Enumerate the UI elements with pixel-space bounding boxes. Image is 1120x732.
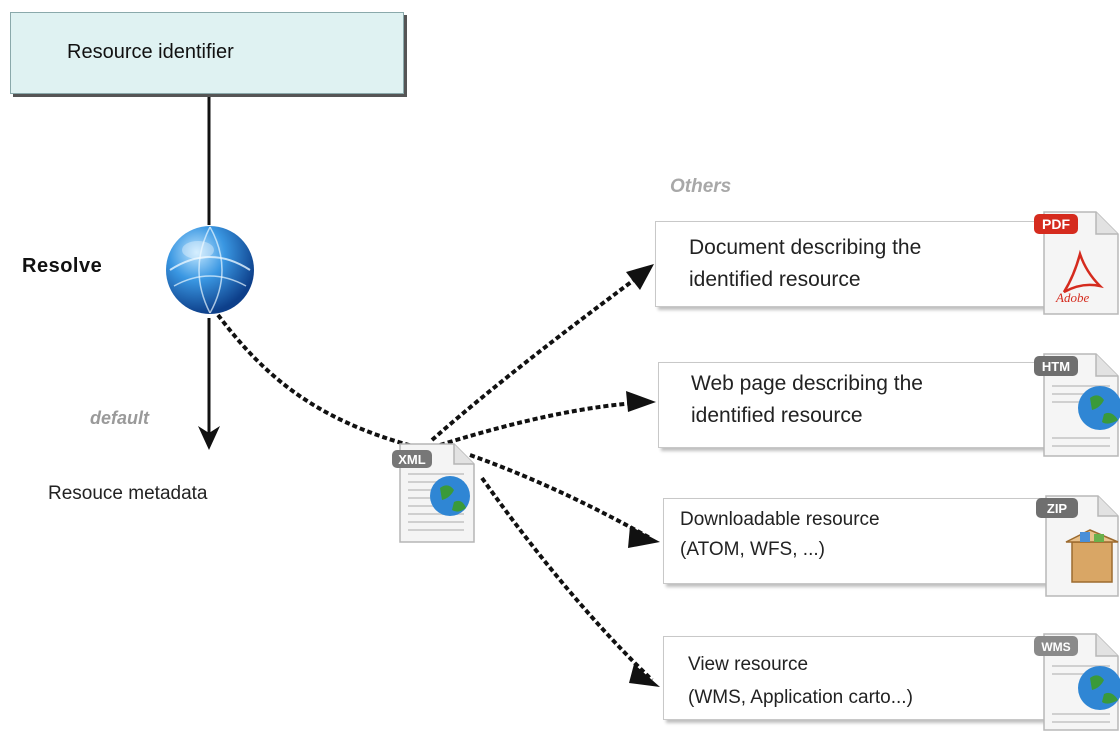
default-arrowhead [198, 426, 220, 450]
others-label: Others [670, 176, 732, 197]
zip-badge-text: ZIP [1047, 501, 1068, 516]
html-globe-icon: HTM [1034, 348, 1120, 457]
arrow-to-download [469, 453, 651, 540]
default-label: default [90, 408, 150, 428]
pdf-badge-text: PDF [1042, 216, 1070, 232]
pdf-adobe-icon: Adobe PDF [1034, 206, 1119, 315]
arrow-to-document [430, 266, 652, 442]
resolve-to-xml-path [216, 313, 421, 450]
arrow-to-download-head [628, 526, 660, 548]
target-document-line1: Document describing the [689, 236, 922, 259]
arrow-to-view [480, 476, 654, 682]
zip-archive-icon: ZIP [1036, 490, 1119, 597]
target-webpage-box: Web page describing the identified resou… [658, 362, 1050, 448]
target-view-line1: View resource [688, 654, 809, 675]
target-view-box: View resource (WMS, Application carto...… [663, 636, 1060, 720]
resource-metadata-label: Resouce metadata [48, 483, 208, 504]
htm-badge-text: HTM [1042, 359, 1070, 374]
target-view-line2: (WMS, Application carto...) [688, 687, 913, 708]
arrow-to-view-head [629, 664, 660, 687]
adobe-logo-text: Adobe [1055, 290, 1089, 305]
target-webpage-line2: identified resource [691, 404, 863, 427]
xml-file-icon: XML [392, 438, 475, 543]
resource-identifier-label: Resource identifier [67, 41, 234, 63]
resolve-label: Resolve [22, 255, 103, 277]
resource-identifier-box: Resource identifier [10, 12, 404, 94]
target-download-line2: (ATOM, WFS, ...) [680, 539, 825, 560]
arrow-to-webpage-head [626, 391, 656, 412]
arrow-to-document-head [626, 264, 654, 290]
xml-badge-text: XML [398, 452, 426, 467]
target-document-box: Document describing the identified resou… [655, 221, 1052, 307]
globe-icon [164, 224, 256, 316]
target-download-line1: Downloadable resource [680, 509, 880, 530]
target-download-box: Downloadable resource (ATOM, WFS, ...) [663, 498, 1061, 584]
wms-globe-icon: WMS [1034, 628, 1120, 731]
wms-badge-text: WMS [1041, 640, 1070, 654]
target-webpage-line1: Web page describing the [691, 372, 923, 395]
target-document-line2: identified resource [689, 268, 861, 291]
